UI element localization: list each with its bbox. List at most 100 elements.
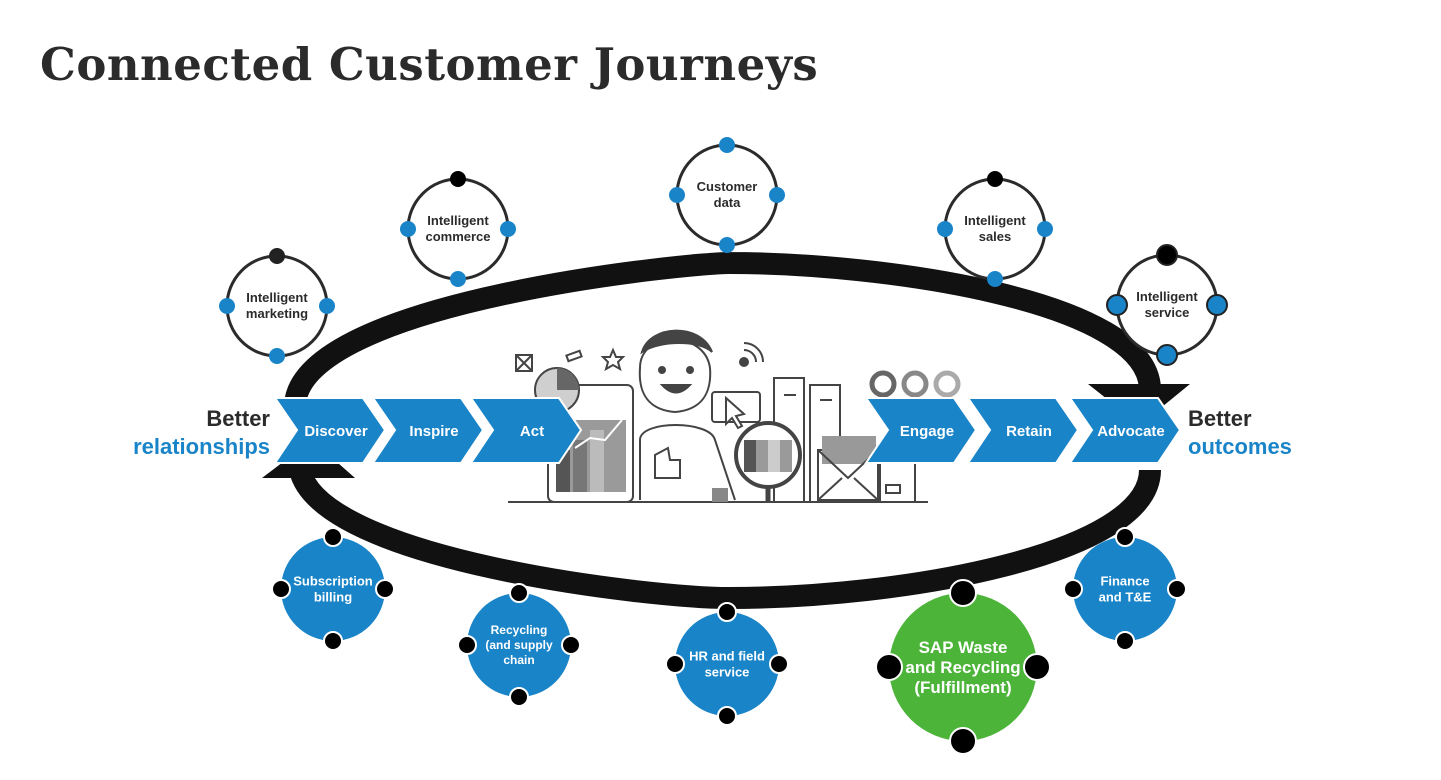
stage-inspire-shape [371, 397, 485, 464]
bottom-node-1-disc [281, 537, 385, 641]
bottom-node-1-connector-dot [323, 631, 343, 651]
stage-advocate-label: Advocate [1097, 423, 1165, 440]
bottom-node-3-connector-dot [717, 706, 737, 726]
stage-retain-label: Retain [1006, 423, 1052, 440]
top-node-1-connector-dot [319, 298, 335, 314]
top-node-4-connector-dot [987, 271, 1003, 287]
left-label-line1: Better [206, 406, 270, 431]
bottom-node-3-connector-dot [665, 654, 685, 674]
bottom-node-5-connector-dot [1167, 579, 1187, 599]
top-node-4-label-line2: sales [979, 229, 1012, 244]
bottom-node-5-connector-dot [1115, 631, 1135, 651]
person-body [639, 424, 736, 501]
bottom-node-3-connector-dot [769, 654, 789, 674]
bottom-node-2-connector-dot [509, 687, 529, 707]
stage-discover-shape [273, 397, 387, 464]
ring-3 [933, 370, 961, 398]
top-capabilities: IntelligentmarketingIntelligentcommerceC… [219, 137, 1228, 366]
bottom-node-4-connector-dot [949, 727, 977, 755]
bottom-node-1-connector-dot [271, 579, 291, 599]
bottom-node-3-connector-dot [717, 602, 737, 622]
top-node-1-connector-dot [269, 248, 285, 264]
journey-stages: Discover Inspire Act Engage Retain Advocate [273, 397, 1182, 464]
top-node-3-connector-dot [719, 237, 735, 253]
bottom-node-2-connector-dot [561, 635, 581, 655]
top-node-3-connector-dot [669, 187, 685, 203]
top-node-5-connector-dot [1206, 294, 1228, 316]
bottom-node-1-label-line1: Subscription [293, 574, 373, 589]
bottom-node-2-connector-dot [457, 635, 477, 655]
stage-discover: Discover [273, 397, 387, 464]
top-node-5-connector-dot [1156, 344, 1178, 366]
stage-advocate: Advocate [1068, 397, 1182, 464]
top-node-5-connector-dot [1106, 294, 1128, 316]
star-icon [600, 347, 626, 372]
bottom-node-2-disc [467, 593, 571, 697]
bottom-node-4-label-line2: and Recycling [905, 658, 1020, 677]
bottom-node-4-label-line1: SAP Waste [919, 638, 1008, 657]
bottom-node-4-label-line3: (Fulfillment) [914, 678, 1011, 697]
bottom-node-2-label-line1: Recycling [491, 623, 548, 637]
stage-advocate-shape [1068, 397, 1182, 464]
bottom-node-5-label-line2: and T&E [1099, 590, 1152, 605]
top-node-3-label-line2: data [714, 195, 742, 210]
customer-illustration [508, 329, 961, 503]
loop-bottom-arc [289, 466, 1161, 610]
top-node-3-connector-dot [769, 187, 785, 203]
stage-inspire: Inspire [371, 397, 485, 464]
top-node-2-label-line1: Intelligent [427, 213, 489, 228]
bottom-node-4-connector-dot [949, 579, 977, 607]
small-check-box [712, 488, 728, 502]
stage-inspire-label: Inspire [409, 423, 458, 440]
bottom-node-3-disc [675, 612, 779, 716]
bottom-node-5-disc [1073, 537, 1177, 641]
stage-act-shape [469, 397, 583, 464]
top-node-1-label-line1: Intelligent [246, 290, 308, 305]
top-node-3-connector-dot [719, 137, 735, 153]
top-node-1-label-line2: marketing [246, 306, 308, 321]
top-node-2-connector-dot [500, 221, 516, 237]
bottom-node-2-connector-dot [509, 583, 529, 603]
tag-icon [565, 349, 583, 363]
bottom-node-2-label-line2: (and supply [485, 638, 553, 652]
top-node-1-connector-dot [269, 348, 285, 364]
bottom-node-4-connector-dot [875, 653, 903, 681]
top-node-4-connector-dot [1037, 221, 1053, 237]
left-label-line2: relationships [133, 434, 270, 459]
bottom-node-5-connector-dot [1115, 527, 1135, 547]
top-node-4-connector-dot [987, 171, 1003, 187]
bottom-node-1-connector-dot [375, 579, 395, 599]
ring-1 [869, 370, 897, 398]
bottom-node-3-label-line1: HR and field [689, 649, 765, 664]
wifi-icon [739, 357, 749, 367]
bottom-node-1-connector-dot [323, 527, 343, 547]
stage-act-label: Act [520, 423, 544, 440]
stage-discover-label: Discover [304, 423, 368, 440]
page-title: Connected Customer Journeys [40, 38, 819, 91]
bottom-node-5-connector-dot [1063, 579, 1083, 599]
bottom-node-5-label-line1: Finance [1100, 574, 1149, 589]
top-node-4-connector-dot [937, 221, 953, 237]
bottom-node-1-label-line2: billing [314, 590, 352, 605]
top-node-5-label-line1: Intelligent [1136, 289, 1198, 304]
stage-retain-shape [966, 397, 1080, 464]
top-node-5-label-line2: service [1145, 305, 1190, 320]
stage-retain: Retain [966, 397, 1080, 464]
stage-engage: Engage [864, 397, 978, 464]
bottom-node-4-disc [889, 593, 1037, 741]
stage-act: Act [469, 397, 583, 464]
top-node-2-connector-dot [450, 271, 466, 287]
top-node-4-label-line1: Intelligent [964, 213, 1026, 228]
cursor-icon [725, 395, 747, 430]
top-node-3-label-line1: Customer [697, 179, 758, 194]
stage-engage-label: Engage [900, 423, 954, 440]
